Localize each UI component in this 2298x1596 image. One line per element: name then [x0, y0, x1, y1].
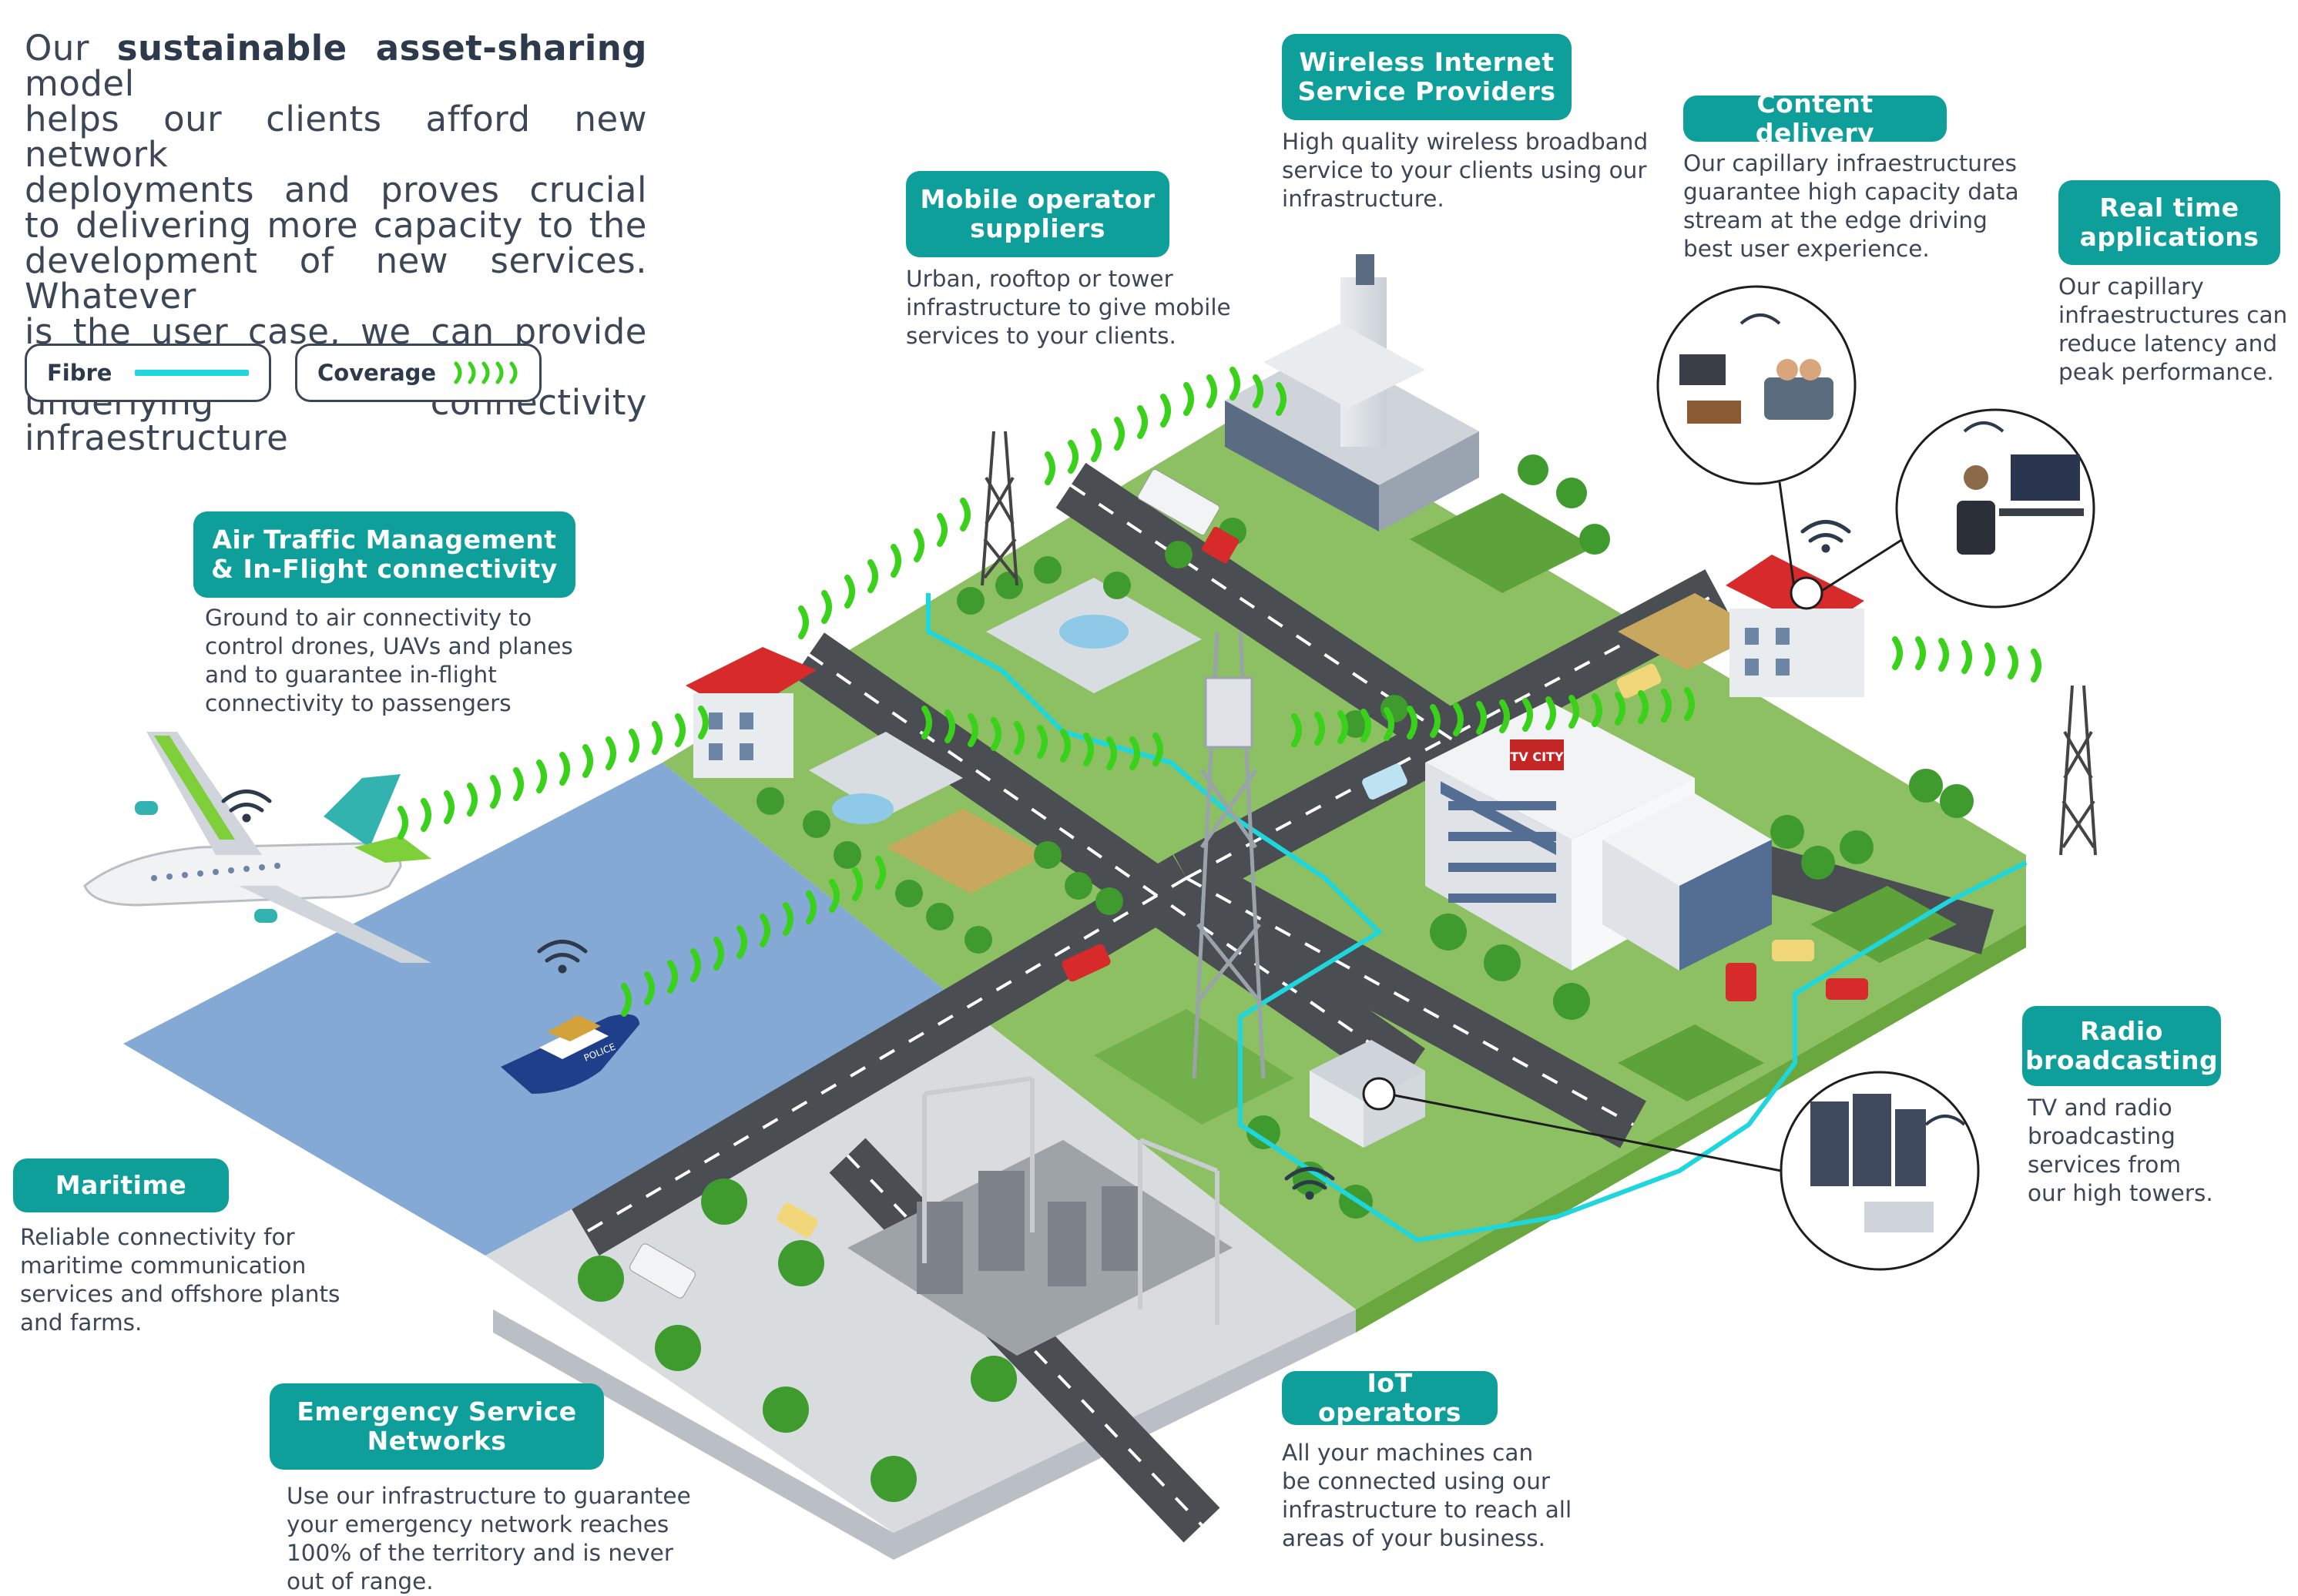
wifi-icons	[221, 520, 1851, 1200]
intro-line: helps our clients afford new network	[25, 99, 647, 175]
police-boat	[501, 1014, 639, 1094]
ground-slab-right	[1356, 924, 2026, 1333]
intro-line: Our sustainable asset-sharing model	[25, 28, 647, 104]
coverage-waves-icon	[454, 361, 518, 384]
legend-coverage-label: Coverage	[317, 360, 437, 386]
tower-antenna	[1204, 676, 1253, 749]
house-left	[686, 647, 817, 778]
tag-maritime: Maritime	[13, 1158, 229, 1212]
tag-air-traffic: Air Traffic Management& In-Flight connec…	[193, 511, 575, 598]
lattice-mast-right	[2059, 685, 2097, 856]
legend-fibre-label: Fibre	[47, 360, 112, 386]
vehicles	[629, 468, 1868, 1299]
realtime-bubble	[1895, 408, 2095, 609]
realtime-bubble-connector	[1817, 538, 1904, 595]
intro-line: to delivering more capacity to the	[25, 205, 647, 246]
lattice-mast-left	[981, 431, 1018, 586]
fibre-route	[926, 593, 2028, 1243]
house-connection-dot	[1790, 576, 1823, 610]
fibre-line-icon	[135, 370, 249, 376]
tag-iot: IoT operators	[1282, 1369, 1498, 1427]
intro-line: development of new services. Whatever	[25, 240, 647, 317]
sea	[123, 763, 959, 1256]
radio-bubble-connector	[1386, 1092, 1782, 1172]
coverage-waves	[398, 367, 2041, 1017]
radio-bubble	[1780, 1071, 1980, 1271]
office-tower	[1225, 254, 1479, 531]
shed-connection-dot	[1362, 1077, 1396, 1111]
park-blocks	[809, 493, 1957, 1125]
tv-city-sign: TV CITY	[1510, 749, 1563, 764]
substation	[847, 1076, 1233, 1356]
legend-fibre: Fibre	[25, 344, 271, 402]
data-shed	[1310, 1040, 1425, 1148]
intro-line: deployments and proves crucial	[25, 169, 647, 210]
content-delivery-bubble	[1656, 285, 1857, 485]
trees	[578, 454, 1974, 1502]
content-bubble-connector	[1778, 481, 1796, 594]
tv-city-building	[1425, 701, 1772, 971]
tag-content-delivery: Content delivery	[1683, 89, 1947, 148]
airplane	[83, 732, 431, 963]
legend-coverage: Coverage	[295, 344, 542, 402]
